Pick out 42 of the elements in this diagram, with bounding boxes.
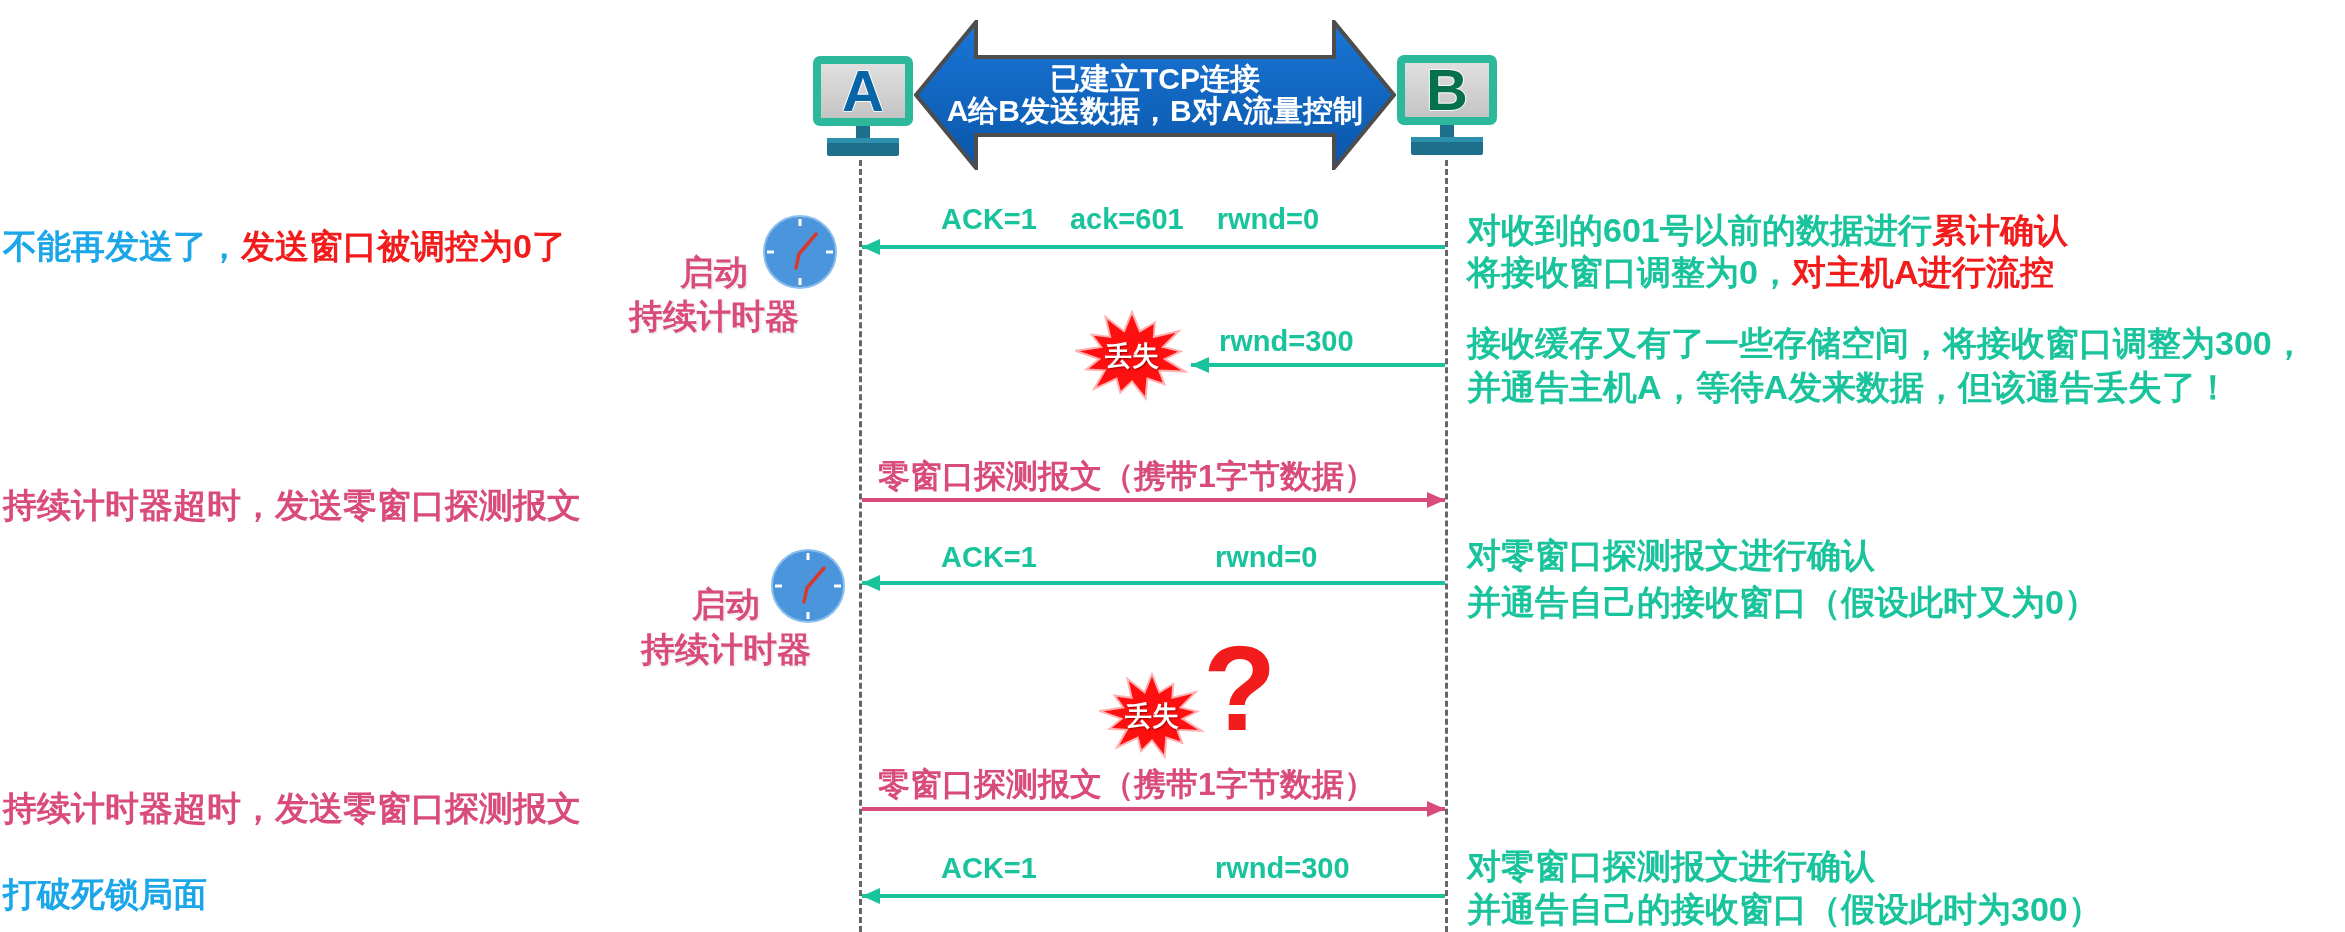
lifeline — [1445, 160, 1448, 932]
banner-text: A给B发送数据，B对A流量控制 — [946, 95, 1364, 127]
loss-text: 丢失 — [1125, 701, 1179, 731]
note-text: 并通告自己的接收窗口（假设此时又为0） — [1467, 582, 2098, 622]
host-letter: A — [842, 62, 884, 120]
message-label: ACK=1 ack=601 rwnd=0 — [941, 202, 1320, 237]
computer-monitor — [813, 56, 913, 158]
message-label: 零窗口探测报文（携带1字节数据） — [878, 765, 1376, 803]
question-mark: ? — [1203, 628, 1277, 748]
message-arrow — [862, 492, 1445, 508]
starburst — [1097, 672, 1207, 760]
timer-caption: 启动 — [692, 584, 760, 624]
banner-text: 已建立TCP连接 — [1050, 63, 1260, 95]
message-label: ACK=1 rwnd=300 — [941, 851, 1350, 886]
message-arrow — [862, 239, 1445, 255]
note-text: 并通告自己的接收窗口（假设此时为300） — [1467, 889, 2102, 929]
message-label: rwnd=300 — [1219, 324, 1354, 359]
starburst — [1073, 310, 1191, 402]
note-text: 对零窗口探测报文进行确认 — [1467, 535, 1875, 575]
computer-monitor — [1397, 55, 1497, 157]
note-text: 持续计时器超时，发送零窗口探测报文 — [3, 788, 581, 828]
double-arrow-banner — [914, 20, 1396, 170]
message-arrow — [862, 801, 1445, 817]
timer-caption: 持续计时器 — [629, 296, 799, 336]
note-text: 并通告主机A，等待A发来数据，但该通告丢失了！ — [1467, 367, 2231, 407]
note-text: 对零窗口探测报文进行确认 — [1467, 846, 1875, 886]
note-text: 持续计时器超时，发送零窗口探测报文 — [3, 485, 581, 525]
loss-text: 丢失 — [1105, 341, 1159, 371]
timer-caption: 持续计时器 — [641, 629, 811, 669]
note-text: 将接收窗口调整为0，对主机A进行流控 — [1467, 252, 2055, 292]
lifeline — [859, 160, 862, 932]
note-text: 打破死锁局面 — [3, 874, 207, 914]
timer-caption: 启动 — [680, 252, 748, 292]
message-label: 零窗口探测报文（携带1字节数据） — [878, 457, 1376, 495]
message-arrow — [1191, 357, 1445, 373]
message-arrow — [862, 575, 1445, 591]
note-text: 不能再发送了，发送窗口被调控为0了 — [3, 226, 566, 266]
note-text: 对收到的601号以前的数据进行累计确认 — [1467, 210, 2068, 250]
host-letter: B — [1426, 61, 1468, 119]
message-label: ACK=1 rwnd=0 — [941, 540, 1318, 575]
message-arrow — [862, 888, 1445, 904]
note-text: 接收缓存又有了一些存储空间，将接收窗口调整为300， — [1467, 323, 2306, 363]
